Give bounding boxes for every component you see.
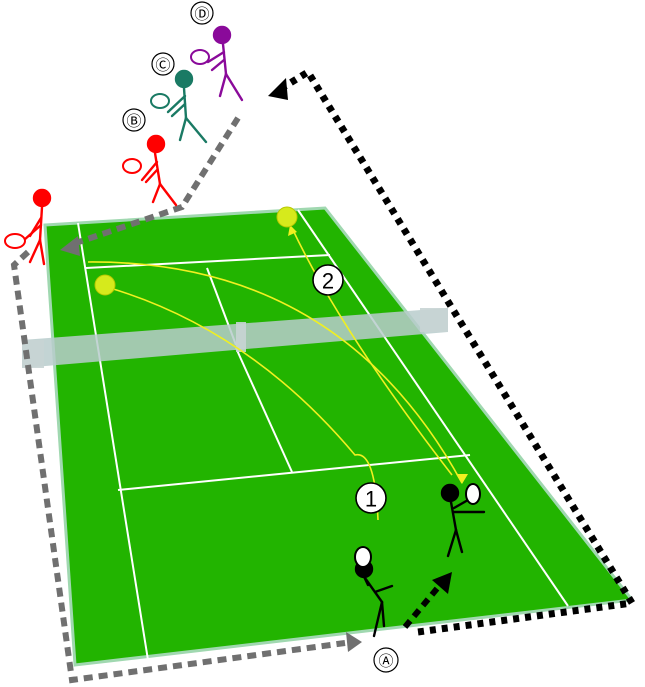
player-c-head: [174, 69, 194, 89]
net-player-figure: [440, 483, 486, 558]
rotation-gray-arrowhead-bottom: [346, 632, 362, 652]
player-a-figure: [354, 546, 394, 638]
near-service-line: [117, 454, 471, 491]
player-d-figure: [190, 25, 244, 102]
player-b-figure: [122, 134, 178, 207]
shot-2-label: 2: [322, 269, 334, 294]
label-player-b-text: Ⓑ: [126, 112, 141, 130]
net-player-racket: [465, 483, 481, 505]
rotation-gray-top-line: [69, 116, 241, 248]
label-player-a: Ⓐ: [373, 647, 399, 673]
net: [22, 308, 448, 368]
rotation-black-line: [280, 67, 638, 636]
far-service-line: [85, 254, 331, 269]
label-player-d: Ⓓ: [190, 1, 214, 25]
net-center-strap: [236, 322, 246, 352]
rotation-black-arrowhead-forward: [432, 572, 452, 594]
player-c-racket: [150, 93, 170, 109]
shot-2-arrowhead: [456, 474, 468, 484]
player-a-racket: [354, 546, 372, 568]
net-post-right: [420, 308, 448, 332]
player-b-racket: [122, 158, 142, 174]
rotation-black-to-player-line: [402, 583, 443, 629]
shot-1-path: [109, 287, 379, 521]
rotation-path-gray: [10, 116, 362, 684]
shot-2-marker: 2: [312, 264, 344, 296]
net-band: [22, 308, 448, 368]
player-d-racket: [190, 49, 210, 65]
label-player-c-text: Ⓒ: [155, 56, 170, 74]
player-red-baseline-racket: [4, 233, 26, 249]
rotation-gray-arrowhead-top: [60, 236, 80, 256]
player-red-baseline-head: [32, 188, 52, 208]
player-b-head: [146, 134, 166, 154]
net-post-left: [22, 340, 44, 368]
left-singles-line: [77, 222, 149, 661]
near-center-service-line: [235, 347, 293, 473]
shot-1-label: 1: [365, 487, 377, 512]
shot-2-path: [87, 261, 463, 484]
label-player-c: Ⓒ: [151, 52, 175, 76]
shot-paths: [87, 227, 463, 521]
shot-1-marker: 1: [355, 482, 387, 514]
shot-2-return-path: [291, 227, 453, 476]
player-d-head: [212, 25, 232, 45]
net-player-head: [440, 483, 460, 503]
label-player-b: Ⓑ: [122, 108, 146, 132]
player-c-figure: [150, 69, 208, 144]
shot-2-return-arrowhead: [288, 225, 297, 236]
player-red-baseline-figure: [4, 188, 52, 266]
rotation-gray-bottom-line: [10, 249, 346, 684]
rotation-path-black: [268, 67, 638, 636]
label-player-d-text: Ⓓ: [194, 5, 209, 23]
rotation-black-arrowhead-top: [268, 78, 288, 100]
label-player-a-text: Ⓐ: [378, 652, 393, 670]
ball-far-right: [276, 206, 298, 228]
ball-far-left: [94, 274, 116, 296]
